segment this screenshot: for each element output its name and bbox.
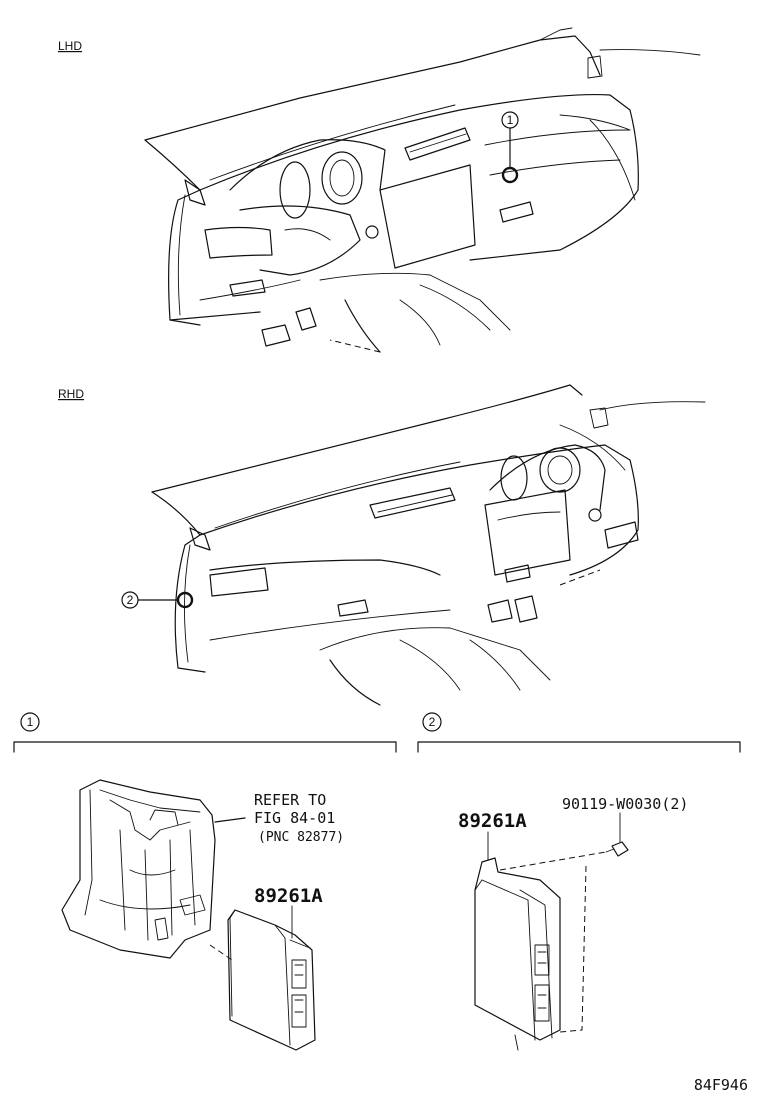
junction-bracket-drawing: [61, 779, 246, 959]
callout-2-number: 2: [127, 593, 134, 607]
ecu-module-1-drawing: [209, 909, 316, 1051]
detail-2-part-number: 89261A: [458, 810, 527, 832]
figure-code: 84F946: [694, 1076, 748, 1094]
rhd-dashboard-drawing: [121, 384, 706, 706]
lhd-dashboard-drawing: [144, 27, 701, 353]
detail-1-marker: 1: [27, 715, 34, 729]
ecu-module-2-drawing: [474, 851, 607, 1051]
bolt-drawing: [605, 841, 629, 857]
refer-text-line3: (PNC 82877): [258, 830, 344, 845]
bolt-part-number: 90119-W0030(2): [562, 795, 688, 813]
rhd-label: RHD: [58, 387, 84, 401]
detail-1-frame: [13, 712, 397, 753]
refer-text-line2: FIG 84-01: [254, 809, 335, 827]
refer-text-line1: REFER TO: [254, 791, 326, 809]
detail-2-marker: 2: [429, 715, 436, 729]
lhd-label: LHD: [58, 39, 82, 53]
detail-2-frame: [417, 712, 741, 753]
detail-1-part-number: 89261A: [254, 885, 323, 907]
callout-1-number: 1: [507, 113, 514, 127]
